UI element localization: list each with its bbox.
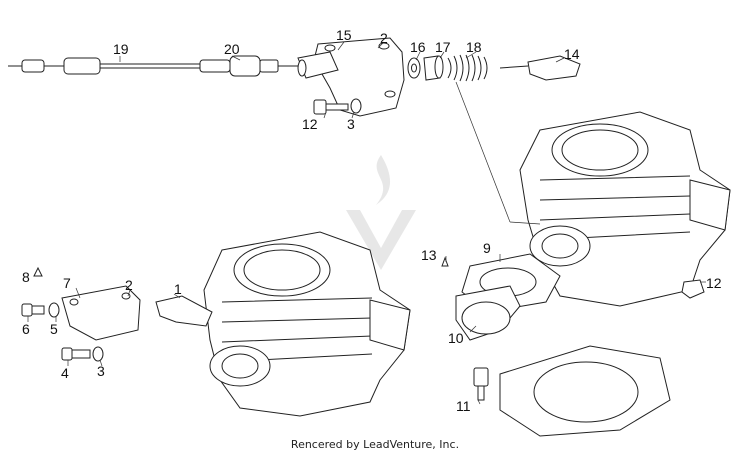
callout-19: 19 — [113, 41, 129, 57]
callout-20: 20 — [224, 41, 240, 57]
left-side-parts — [21, 266, 213, 362]
valve-spring-set — [407, 54, 488, 82]
callout-2-lower: 2 — [125, 277, 133, 293]
callout-17: 17 — [435, 39, 451, 55]
callout-5: 5 — [50, 321, 58, 337]
callout-2-upper: 2 — [380, 30, 388, 46]
bolt-washer-upper — [313, 98, 362, 115]
cylinder-right — [519, 111, 731, 307]
callout-3-upper: 3 — [347, 116, 355, 132]
callout-10: 10 — [448, 330, 464, 346]
leadventure-watermark-icon — [346, 155, 416, 270]
callout-7: 7 — [63, 275, 71, 291]
callout-14: 14 — [564, 46, 580, 62]
cable-assembly — [8, 55, 300, 77]
callout-4: 4 — [61, 365, 69, 381]
callout-15: 15 — [336, 27, 352, 43]
callout-16: 16 — [410, 39, 426, 55]
callout-18: 18 — [466, 39, 482, 55]
valve-cover — [499, 55, 581, 81]
callout-12-upper: 12 — [302, 116, 318, 132]
callout-1: 1 — [174, 281, 182, 297]
callout-6: 6 — [22, 321, 30, 337]
leader-lines — [27, 41, 706, 405]
callout-3-lower: 3 — [97, 363, 105, 379]
callout-9: 9 — [483, 240, 491, 256]
callout-12-right: 12 — [706, 275, 722, 291]
valve-housing — [297, 37, 405, 117]
callout-8: 8 — [22, 269, 30, 285]
callout-11: 11 — [456, 398, 471, 414]
cylinder-left — [203, 231, 411, 417]
callout-13: 13 — [421, 247, 437, 263]
base-gasket — [499, 345, 671, 437]
intake-parts — [441, 253, 561, 401]
credit-footer: Rencered by LeadVenture, Inc. — [290, 438, 460, 451]
